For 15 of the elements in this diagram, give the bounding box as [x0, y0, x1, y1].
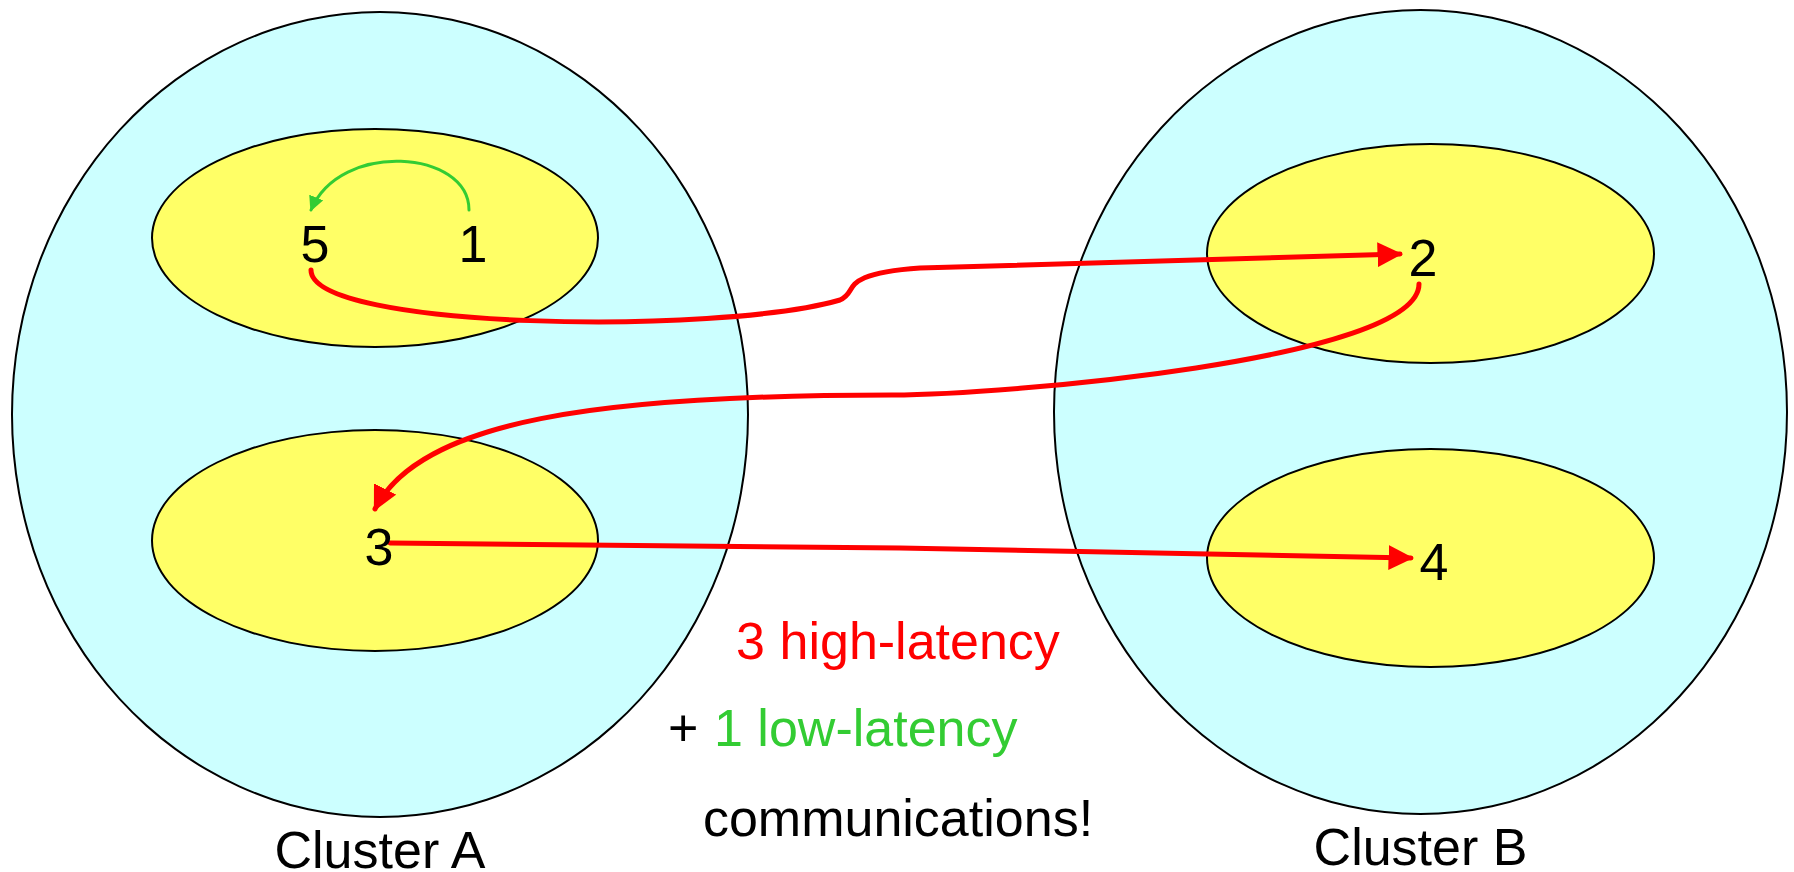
node-number: 3: [364, 517, 394, 577]
arrow: [308, 242, 1403, 325]
cluster-label: Cluster B: [1313, 817, 1528, 872]
arrow: [309, 159, 471, 212]
node-number: 1: [458, 214, 488, 274]
node-number: 4: [1419, 532, 1449, 592]
annotation-text: 1 low-latency: [714, 698, 1018, 758]
node-number: 5: [300, 214, 330, 274]
node-number: 2: [1408, 228, 1438, 288]
annotation-text: communications!: [702, 788, 1094, 848]
annotation-text: +: [668, 698, 699, 758]
annotation-text: 3 high-latency: [736, 611, 1060, 671]
cluster-label: Cluster A: [274, 820, 486, 872]
arrow: [387, 540, 1414, 571]
arrow: [372, 281, 1422, 512]
